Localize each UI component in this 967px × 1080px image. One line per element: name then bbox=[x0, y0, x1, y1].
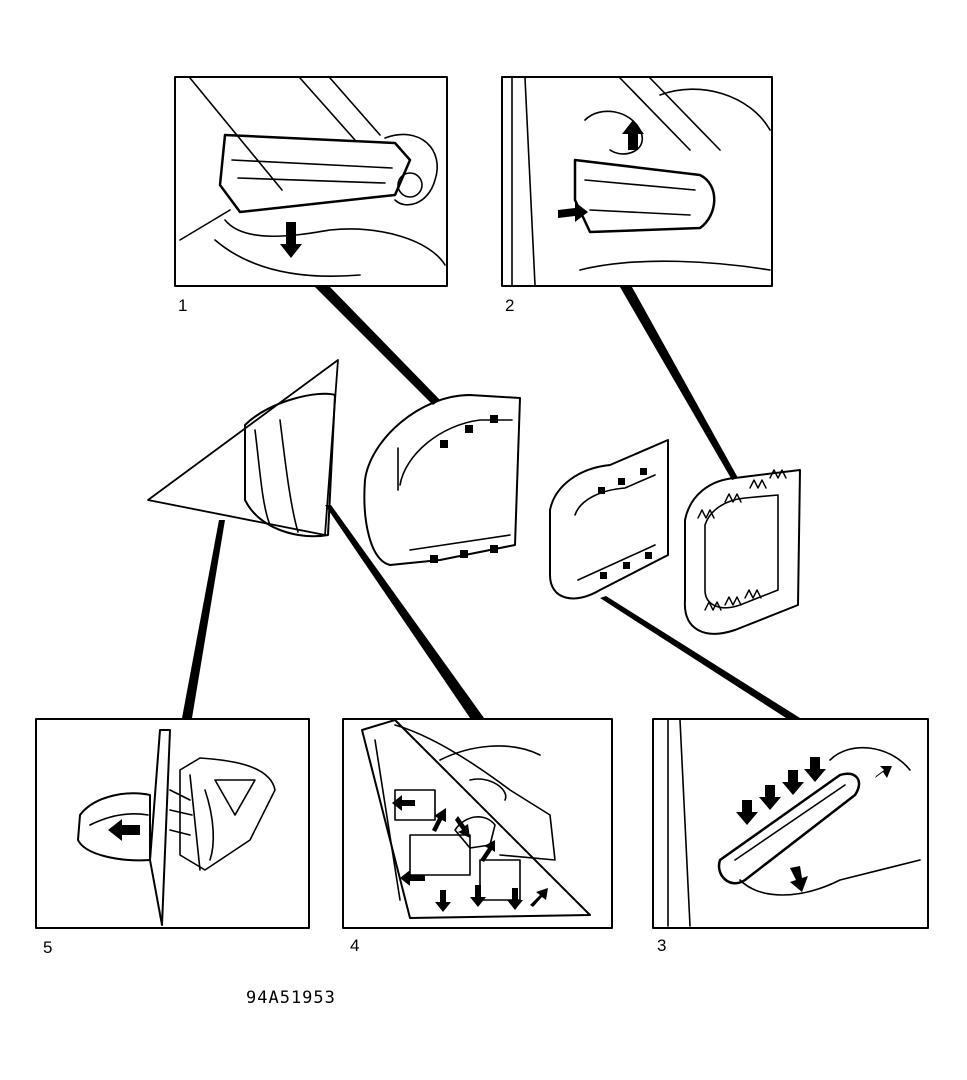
panel-5-illustration bbox=[35, 718, 310, 929]
leader-lines bbox=[182, 287, 800, 718]
panel-5-arrow bbox=[108, 819, 140, 841]
panel-2-illustration bbox=[501, 76, 773, 287]
panel-label-4: 4 bbox=[350, 936, 360, 955]
leader-panel-4 bbox=[325, 505, 484, 718]
panel-4-illustration bbox=[342, 718, 613, 929]
mirror-cover-frame bbox=[363, 394, 521, 566]
leader-panel-2 bbox=[620, 287, 738, 480]
panel-2-arrow-right bbox=[558, 202, 588, 222]
panel-1-frame bbox=[174, 76, 448, 287]
panel-2-frame bbox=[501, 76, 773, 287]
cover-frame-clips bbox=[430, 415, 498, 563]
glass-frame-teeth bbox=[697, 469, 787, 611]
panel-label-2: 2 bbox=[505, 296, 515, 315]
leader-panel-3 bbox=[600, 596, 800, 718]
leader-panel-1 bbox=[315, 287, 440, 405]
panel-3-arrows bbox=[736, 757, 892, 892]
panel-3-illustration bbox=[652, 718, 929, 929]
panel-label-1: 1 bbox=[178, 296, 188, 315]
inner-trim-clips bbox=[598, 468, 652, 579]
panel-label-5: 5 bbox=[43, 938, 53, 957]
mirror-inner-trim bbox=[549, 439, 669, 600]
panel-2-arrow-up bbox=[622, 120, 644, 150]
panel-4-arrows bbox=[392, 795, 548, 912]
mirror-body bbox=[147, 359, 339, 538]
panel-label-3: 3 bbox=[657, 936, 667, 955]
panel-1-illustration bbox=[174, 76, 448, 287]
panel-4-frame bbox=[342, 718, 613, 929]
panel-5-frame bbox=[35, 718, 310, 929]
panel-1-arrow bbox=[280, 222, 302, 258]
mirror-glass-frame bbox=[683, 469, 801, 635]
panel-3-frame bbox=[652, 718, 929, 929]
leader-panel-5 bbox=[182, 520, 225, 718]
figure-id: 94A51953 bbox=[246, 988, 336, 1008]
